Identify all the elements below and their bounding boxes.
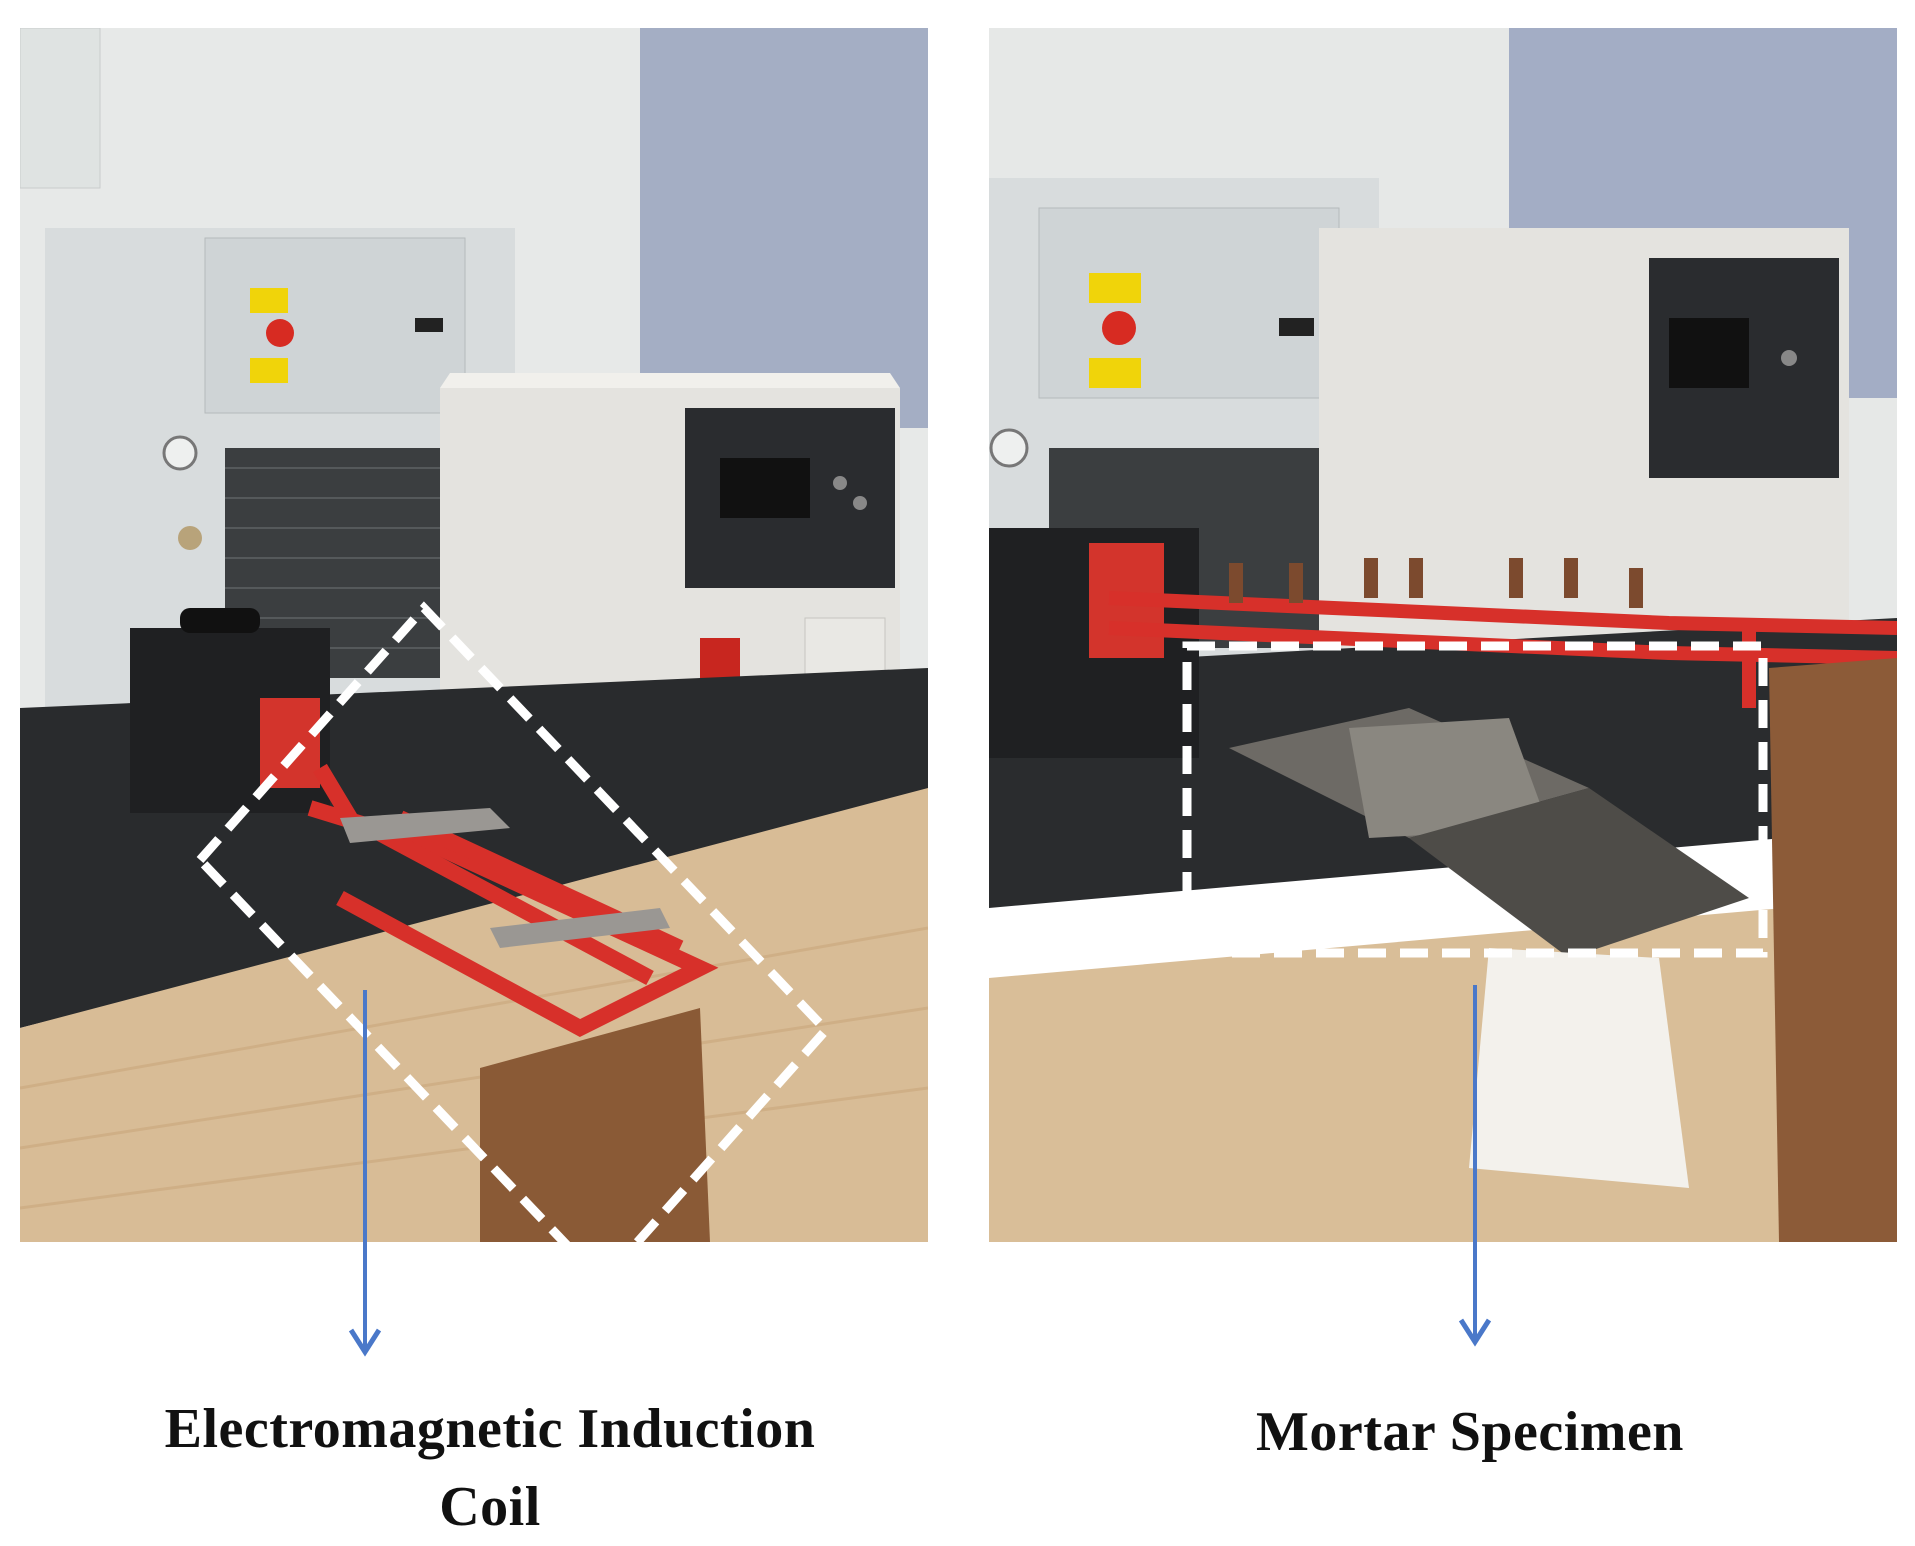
right-pointer-arrow: [1458, 985, 1492, 1347]
chiller-unit: [45, 228, 515, 738]
left-pointer-arrow: [348, 990, 382, 1357]
transformer-box: [130, 608, 330, 813]
curtain: [640, 28, 928, 428]
wooden-block: [1769, 658, 1897, 1242]
dashed-highlight-box: [193, 601, 833, 1242]
right-caption: Mortar Specimen: [1256, 1401, 1684, 1463]
wooden-block: [480, 1008, 710, 1242]
induction-coil: [1108, 591, 1897, 708]
left-caption: Electromagnetic Induction Coil: [40, 1390, 940, 1546]
induction-heater: [1319, 228, 1849, 648]
left-photo-panel: [20, 28, 928, 1242]
coil-busbar: [340, 808, 670, 948]
coil-bolts: [1229, 558, 1643, 608]
mortar-specimen: [1229, 708, 1749, 958]
left-photo: [20, 28, 928, 1242]
right-photo: [989, 28, 1897, 1242]
left-caption-line1: Electromagnetic Induction: [164, 1398, 816, 1460]
white-stand: [1469, 948, 1689, 1188]
right-photo-panel: [989, 28, 1897, 1242]
dashed-highlight-box: [1182, 641, 1768, 958]
wall-notice: [20, 28, 101, 189]
transformer-box: [989, 528, 1199, 758]
left-caption-line2: Coil: [439, 1476, 541, 1538]
